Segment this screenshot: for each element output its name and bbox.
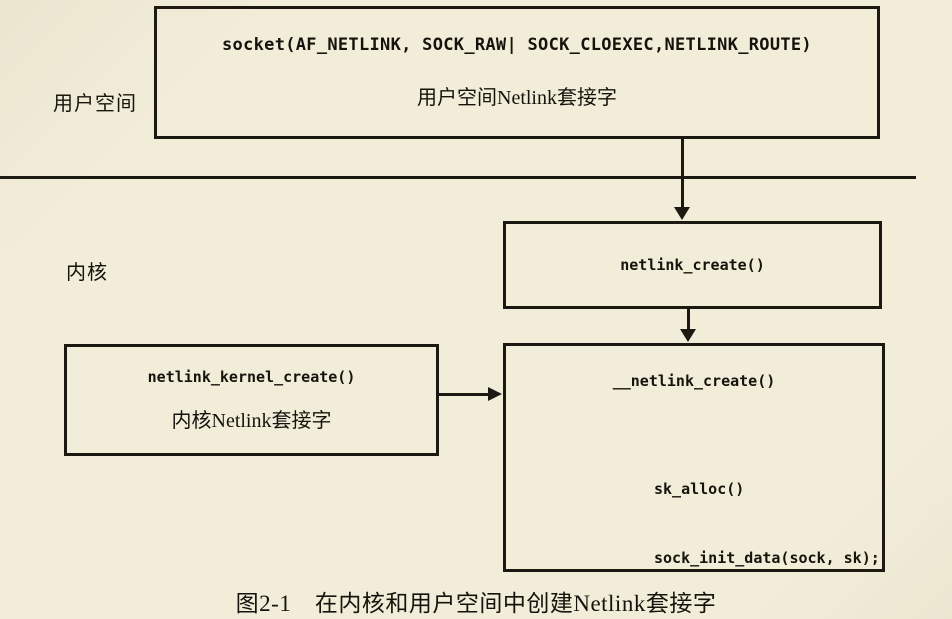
arrowhead-down-icon	[680, 329, 696, 342]
arrowhead-down-icon	[674, 207, 690, 220]
netlink-create-box: netlink_create()	[503, 221, 882, 309]
body-line-sk-alloc: sk_alloc()	[654, 480, 745, 498]
socket-call-box: socket(AF_NETLINK, SOCK_RAW| SOCK_CLOEXE…	[154, 6, 880, 139]
arrow-socket-to-netlink-create	[681, 139, 684, 209]
netlink-create-internal-box: __netlink_create() sk_alloc() sock_init_…	[503, 343, 885, 619]
socket-call-text: socket(AF_NETLINK, SOCK_RAW| SOCK_CLOEXE…	[222, 35, 812, 55]
body-line-sock-init-data: sock_init_data(sock, sk);	[654, 549, 880, 567]
user-space-label: 用户空间	[53, 93, 137, 115]
arrow-netlink-create-to-internal	[687, 309, 690, 331]
netlink-create-internal-text: __netlink_create()	[612, 372, 776, 390]
netlink-kernel-create-box: netlink_kernel_create() 内核Netlink套接字	[64, 344, 439, 456]
netlink-kernel-create-subtitle: 内核Netlink套接字	[171, 409, 332, 432]
netlink-create-text: netlink_create()	[620, 256, 765, 274]
kernel-label: 内核	[66, 262, 108, 284]
kernel-userspace-divider	[0, 176, 916, 179]
netlink-kernel-create-text: netlink_kernel_create()	[147, 367, 356, 386]
arrowhead-right-icon	[488, 387, 502, 401]
arrow-kernel-create-to-internal	[438, 393, 490, 396]
socket-call-subtitle: 用户空间Netlink套接字	[417, 87, 617, 109]
figure-caption: 图2-1 在内核和用户空间中创建Netlink套接字	[235, 591, 717, 616]
